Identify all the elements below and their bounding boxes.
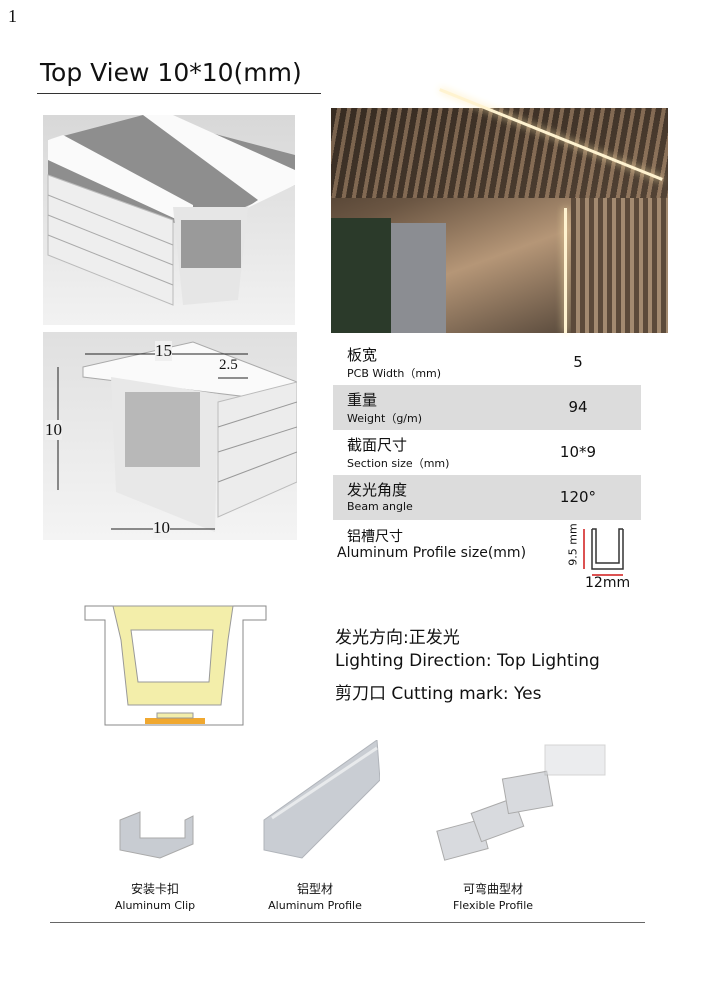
product-label-en: Flexible Profile <box>452 899 534 912</box>
flexible-profile-image <box>436 744 606 861</box>
spec-row: 重量 Weight（g/m) 94 <box>333 385 641 430</box>
aluminum-label-cn: 铝槽尺寸 <box>347 529 403 545</box>
spec-label-en: Beam angle <box>347 500 413 513</box>
dim-base: 10 <box>153 518 170 538</box>
spec-row: 截面尺寸 Section size（mm) 10*9 <box>333 430 641 475</box>
spec-value: 120° <box>559 488 597 506</box>
dimension-drawing: 15 2.5 10 10 <box>43 332 297 540</box>
aluminum-profile-diagram <box>583 528 624 576</box>
title-underline <box>37 93 321 94</box>
aluminum-width: 12mm <box>585 575 631 591</box>
application-photo <box>331 88 668 333</box>
spec-row: 发光角度 Beam angle 120° <box>333 475 641 520</box>
dim-width: 15 <box>155 341 172 361</box>
lighting-direction-en: Lighting Direction: Top Lighting <box>335 651 600 671</box>
spec-row: 板宽 PCB Width（mm) 5 <box>333 340 641 385</box>
product-label-en: Aluminum Clip <box>114 899 196 912</box>
page-title: Top View 10*10(mm) <box>40 58 302 87</box>
cutting-mark: 剪刀口 Cutting mark: Yes <box>335 684 542 704</box>
aluminum-profile-image <box>263 740 380 859</box>
spec-value: 10*9 <box>559 443 597 461</box>
lighting-cross-section <box>84 605 267 726</box>
dim-flange: 2.5 <box>219 357 238 373</box>
aluminum-label-en: Aluminum Profile size(mm) <box>337 545 527 561</box>
aluminum-height: 9.5 mm <box>566 523 580 566</box>
spec-label-en: PCB Width（mm) <box>347 367 442 380</box>
dim-height: 10 <box>45 420 62 440</box>
spec-value: 5 <box>573 353 583 371</box>
spec-label-cn: 板宽 <box>347 346 378 364</box>
product-label-cn: 可弯曲型材 <box>462 882 523 896</box>
product-label-cn: 安装卡扣 <box>130 882 179 896</box>
page-number: 1 <box>8 6 17 26</box>
product-label-en: Aluminum Profile <box>268 899 362 912</box>
spec-label-cn: 发光角度 <box>347 481 408 499</box>
spec-label-cn: 重量 <box>347 391 378 409</box>
spec-value: 94 <box>568 398 588 416</box>
spec-label-cn: 截面尺寸 <box>347 436 408 454</box>
spec-label-en: Section size（mm) <box>347 457 450 470</box>
lighting-direction-cn: 发光方向:正发光 <box>335 628 460 648</box>
aluminum-clip-image <box>119 811 194 859</box>
profile-render-image <box>43 115 295 325</box>
footer-divider <box>50 922 645 923</box>
product-label-cn: 铝型材 <box>296 882 333 896</box>
spec-label-en: Weight（g/m) <box>347 412 423 425</box>
